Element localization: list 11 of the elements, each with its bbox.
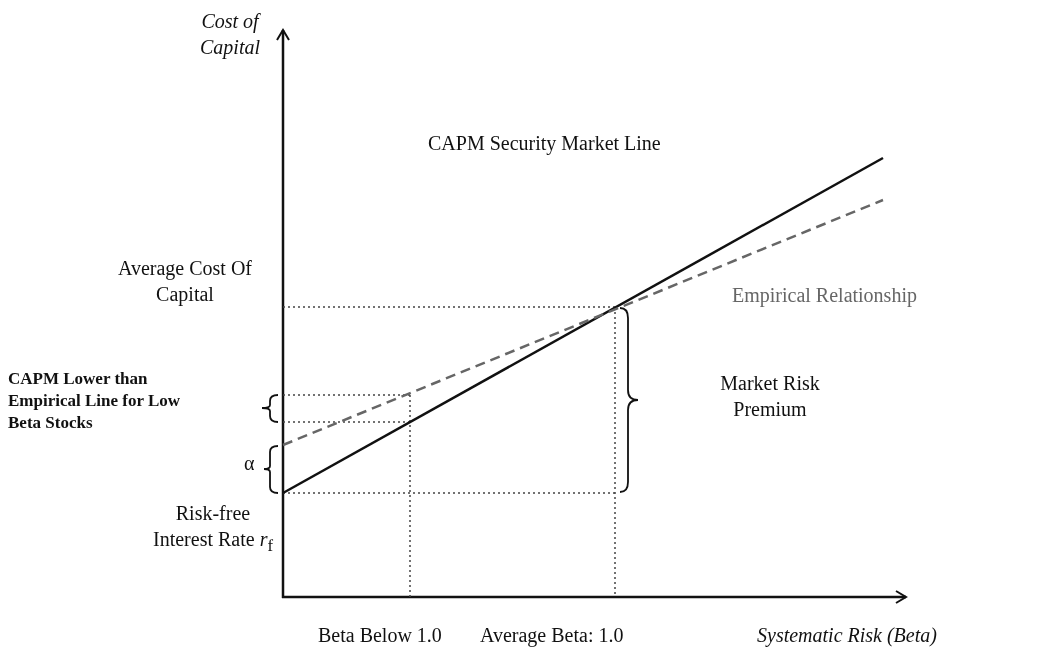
- annotation-text: Market Risk Premium: [719, 371, 821, 422]
- alpha-symbol: α: [244, 451, 256, 476]
- annotation-text: Average Cost Of Capital: [116, 256, 253, 307]
- annotation-text: CAPM Lower than Empirical Line for Low Beta Stocks: [8, 368, 182, 435]
- axis-tick-label: Average Beta: 1.0: [480, 623, 625, 648]
- line-label: Empirical Relationship: [732, 283, 918, 308]
- axis-title: Systematic Risk (Beta): [757, 623, 938, 648]
- line-label: CAPM Security Market Line: [428, 131, 662, 156]
- axis-tick-label: Beta Below 1.0: [318, 623, 443, 648]
- axis-title: Cost of Capital: [199, 9, 262, 60]
- annotation-text: Risk-free Interest Rate r$_{f}$: [152, 501, 274, 557]
